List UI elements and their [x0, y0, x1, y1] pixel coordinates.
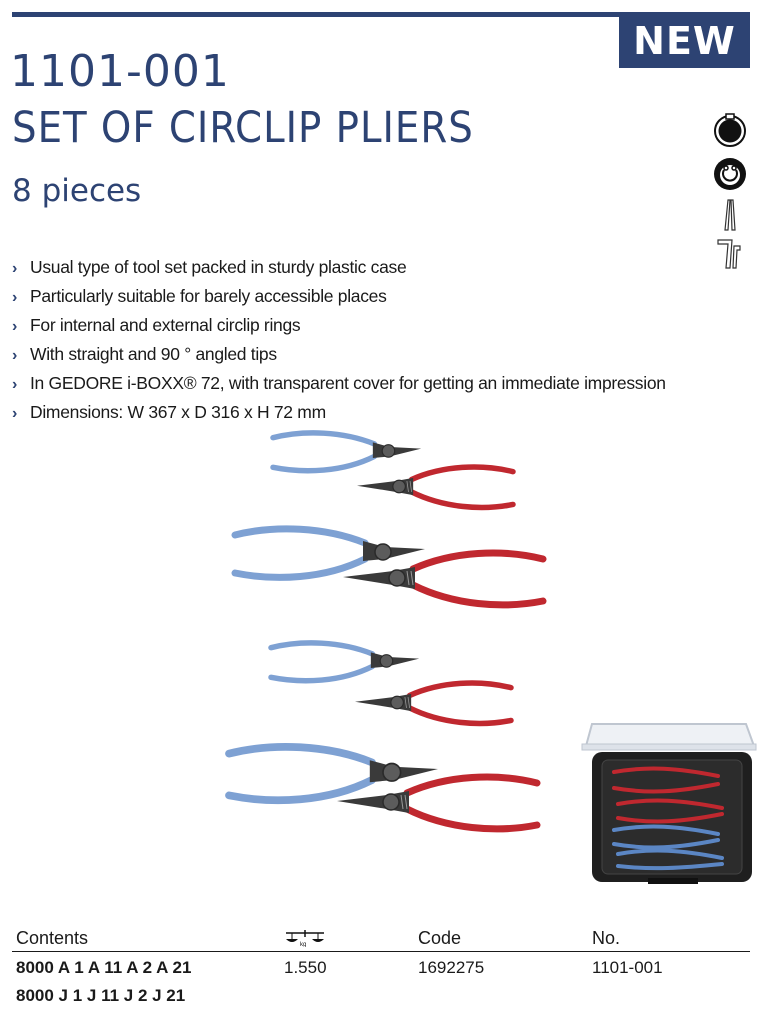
- list-item: ›Particularly suitable for barely access…: [12, 282, 666, 311]
- pliers-set-image: [215, 425, 555, 895]
- plier-red-small-2: [355, 683, 511, 723]
- contents-line-1: 8000 A 1 A 11 A 2 A 21: [16, 958, 192, 977]
- svg-text:kg: kg: [300, 942, 306, 947]
- plier-red-large-1: [343, 553, 543, 605]
- straight-tips-icon: [724, 199, 736, 231]
- scale-weight-icon: kg: [286, 930, 324, 947]
- new-badge: NEW: [619, 14, 750, 68]
- chevron-right-icon: ›: [12, 405, 18, 422]
- article-number: 1101-001: [10, 46, 230, 97]
- plier-blue-small-1: [273, 433, 421, 471]
- contents-line-2: 8000 J 1 J 11 J 2 J 21: [16, 986, 186, 1005]
- plier-red-small-1: [357, 467, 513, 507]
- no-value: 1101-001: [592, 958, 663, 977]
- col-header-no: No.: [592, 928, 621, 948]
- chevron-right-icon: ›: [12, 260, 18, 277]
- plier-blue-small-2: [271, 643, 419, 681]
- list-item: ›Dimensions: W 367 x D 316 x H 72 mm: [12, 398, 666, 427]
- col-header-contents: Contents: [16, 928, 89, 948]
- code-value: 1692275: [418, 958, 485, 977]
- external-circlip-icon: [714, 113, 746, 147]
- chevron-right-icon: ›: [12, 376, 18, 393]
- list-item: ›Usual type of tool set packed in sturdy…: [12, 253, 666, 282]
- col-header-code: Code: [418, 928, 462, 948]
- chevron-right-icon: ›: [12, 318, 18, 335]
- chevron-right-icon: ›: [12, 347, 18, 364]
- list-item: ›In GEDORE i-BOXX® 72, with transparent …: [12, 369, 666, 398]
- chevron-right-icon: ›: [12, 289, 18, 306]
- product-subtitle: 8 pieces: [12, 173, 142, 209]
- top-rule: [12, 12, 750, 17]
- weight-value: 1.550: [284, 958, 327, 977]
- list-item: ›For internal and external circlip rings: [12, 311, 666, 340]
- table-header-row: Contents kg Code No.: [12, 925, 750, 952]
- feature-list: ›Usual type of tool set packed in sturdy…: [12, 253, 666, 427]
- product-title: SET OF CIRCLIP PLIERS: [12, 103, 474, 153]
- list-item: ›With straight and 90 ° angled tips: [12, 340, 666, 369]
- internal-circlip-icon: [714, 158, 746, 190]
- angled-tips-icon: [717, 239, 741, 269]
- iboxx-case-image: [581, 723, 757, 884]
